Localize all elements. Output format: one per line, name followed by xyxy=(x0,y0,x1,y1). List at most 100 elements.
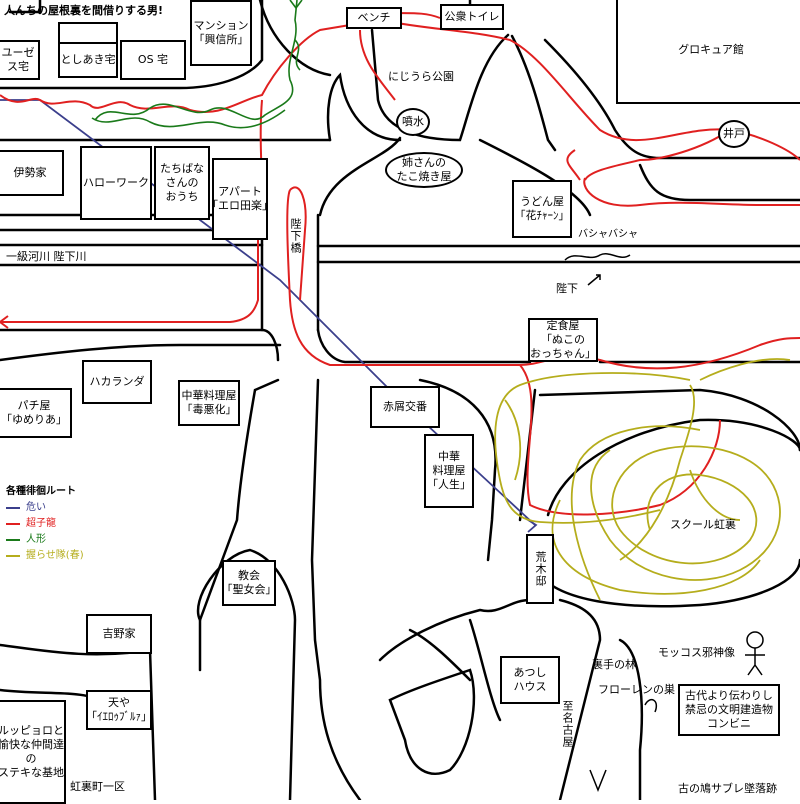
place-church: 教会 「聖女会」 xyxy=(221,560,277,606)
place-hakaranda: ハカランダ xyxy=(82,360,152,404)
place-well: 井戸 xyxy=(718,120,750,148)
place-label: コンビニ xyxy=(707,717,751,730)
mokkos-label: モッコス邪神像 xyxy=(658,646,735,659)
small-house-box xyxy=(58,22,118,44)
place-rupiyoro: ルッピョロと 愉快な仲間達 の ステキな基地 xyxy=(0,700,66,804)
legend-swatch xyxy=(6,539,20,541)
place-label: 「花ﾁｬｰﾝ」 xyxy=(514,209,570,222)
place-label: たこ焼き屋 xyxy=(396,170,452,183)
place-label: ハカランダ xyxy=(89,375,145,388)
place-atsushi: あつし ハウス xyxy=(500,656,560,704)
place-label: 「聖女会」 xyxy=(221,583,277,596)
place-label: 中華料理屋 xyxy=(181,389,237,402)
place-kodai: 古代より伝わりし 禁忌の文明建造物 コンビニ xyxy=(678,684,780,736)
place-tachibana: たちばな さんの おうち xyxy=(154,146,210,220)
page-title: 人んちの屋根裏を間借りする男! xyxy=(4,4,164,17)
place-label: ベンチ xyxy=(357,11,391,24)
place-label: 天や xyxy=(108,696,130,709)
park-label: にじうら公園 xyxy=(388,70,454,83)
place-label: 定食屋 xyxy=(546,319,580,332)
place-label: 井戸 xyxy=(723,127,745,140)
place-label: 愉快な仲間達 xyxy=(0,738,64,751)
place-toshiaki: としあき宅 xyxy=(58,42,118,78)
place-label: さんの xyxy=(165,176,199,189)
place-bench: ベンチ xyxy=(346,7,402,29)
legend-swatch xyxy=(6,523,20,525)
legend-title: 各種徘徊ルート xyxy=(6,486,76,497)
place-label: 「ｲｴﾛｩﾌﾞﾙｧ」 xyxy=(86,710,152,723)
nagoya-label: 至名古屋 xyxy=(561,700,574,748)
legend-item: 危い xyxy=(6,500,84,516)
legend-item: 超子龍 xyxy=(6,516,84,532)
place-label: 吉野家 xyxy=(102,627,136,640)
legend-label: 危い xyxy=(26,502,46,513)
place-label: 姉さんの xyxy=(402,156,446,169)
place-toilet: 公衆トイレ xyxy=(440,4,504,30)
place-chuka2: 中華 料理屋 「人生」 xyxy=(424,434,474,508)
place-label: 「ゆめりあ」 xyxy=(1,413,67,426)
place-label: マンション xyxy=(193,19,249,32)
place-label: おっちゃん」 xyxy=(530,347,596,360)
place-label: あつし xyxy=(513,666,547,679)
place-label: 禁忌の文明建造物 xyxy=(685,703,773,716)
place-label: 教会 xyxy=(238,569,260,582)
place-koban: 赤屑交番 xyxy=(370,386,440,428)
place-udon: うどん屋 「花ﾁｬｰﾝ」 xyxy=(512,180,572,238)
place-label: 「人生」 xyxy=(427,478,471,491)
school-label: スクール虹裏 xyxy=(670,518,736,531)
route-yellow xyxy=(494,358,791,601)
place-araki: 荒木邸 xyxy=(526,534,554,604)
place-label: 噴水 xyxy=(402,115,424,128)
legend-item: 人形 xyxy=(6,532,84,548)
place-label: 「興信所」 xyxy=(193,33,249,46)
place-label: ステキな基地 xyxy=(0,766,64,779)
place-label: うどん屋 xyxy=(520,195,564,208)
forest-label: 裏手の林 xyxy=(592,658,636,671)
place-mansion: マンション 「興信所」 xyxy=(190,0,252,66)
place-chuka1: 中華料理屋 「毒悪化」 xyxy=(178,380,240,426)
town-label: 虹裏町一区 xyxy=(70,780,125,793)
place-hellowork: ハローワーク xyxy=(80,146,152,220)
place-teishoku: 定食屋 「ぬこの おっちゃん」 xyxy=(528,318,598,362)
place-label: 「毒悪化」 xyxy=(181,403,237,416)
decorations xyxy=(564,253,765,793)
kosable-label: 古の鳩サブレ墜落跡 xyxy=(678,782,777,795)
legend-label: 人形 xyxy=(26,534,46,545)
heika-label: 陛下 xyxy=(556,282,578,295)
place-pachi: パチ屋 「ゆめりあ」 xyxy=(0,388,72,438)
legend-label: 超子龍 xyxy=(26,518,56,529)
place-apart: アパート 「エロ田楽」 xyxy=(207,158,273,240)
route-green xyxy=(91,0,303,129)
place-label: 料理屋 xyxy=(432,464,466,477)
place-label: パチ屋 xyxy=(17,399,51,412)
route-legend: 各種徘徊ルート 危い 超子龍 人形 握らせ隊(春) xyxy=(6,484,84,564)
legend-item: 握らせ隊(春) xyxy=(6,548,84,564)
place-label: 「エロ田楽」 xyxy=(207,199,273,212)
splash-label: バシャバシャ xyxy=(578,229,638,240)
place-label: 赤屑交番 xyxy=(383,400,427,413)
place-label: 古代より伝わりし xyxy=(685,689,773,702)
place-label: ユーゼ xyxy=(1,46,35,59)
place-label: グロキュア館 xyxy=(678,43,744,56)
place-label: ハウス xyxy=(513,680,547,693)
place-label: 公衆トイレ xyxy=(444,10,500,23)
place-label: の xyxy=(25,752,37,765)
florene-label: フローレンの巣 xyxy=(598,683,675,696)
place-useze: ユーゼ ス宅 xyxy=(0,40,40,80)
place-label: 荒木邸 xyxy=(534,551,547,587)
place-label: 伊勢家 xyxy=(13,166,47,179)
place-label: 中華 xyxy=(438,450,460,463)
place-label: としあき宅 xyxy=(60,53,116,66)
legend-label: 握らせ隊(春) xyxy=(26,550,84,561)
legend-swatch xyxy=(6,555,20,557)
place-yoshino: 吉野家 xyxy=(86,614,152,654)
bridge-label: 陛下橋 xyxy=(289,218,302,254)
place-label: おうち xyxy=(165,190,199,203)
place-label: ルッピョロと xyxy=(0,724,64,737)
place-label: アパート xyxy=(218,185,262,198)
place-takoyaki: 姉さんの たこ焼き屋 xyxy=(385,152,463,188)
place-os: OS 宅 xyxy=(120,40,186,80)
legend-swatch xyxy=(6,507,20,509)
place-glocure: グロキュア館 xyxy=(616,0,800,104)
place-label: ハローワーク xyxy=(83,176,149,189)
